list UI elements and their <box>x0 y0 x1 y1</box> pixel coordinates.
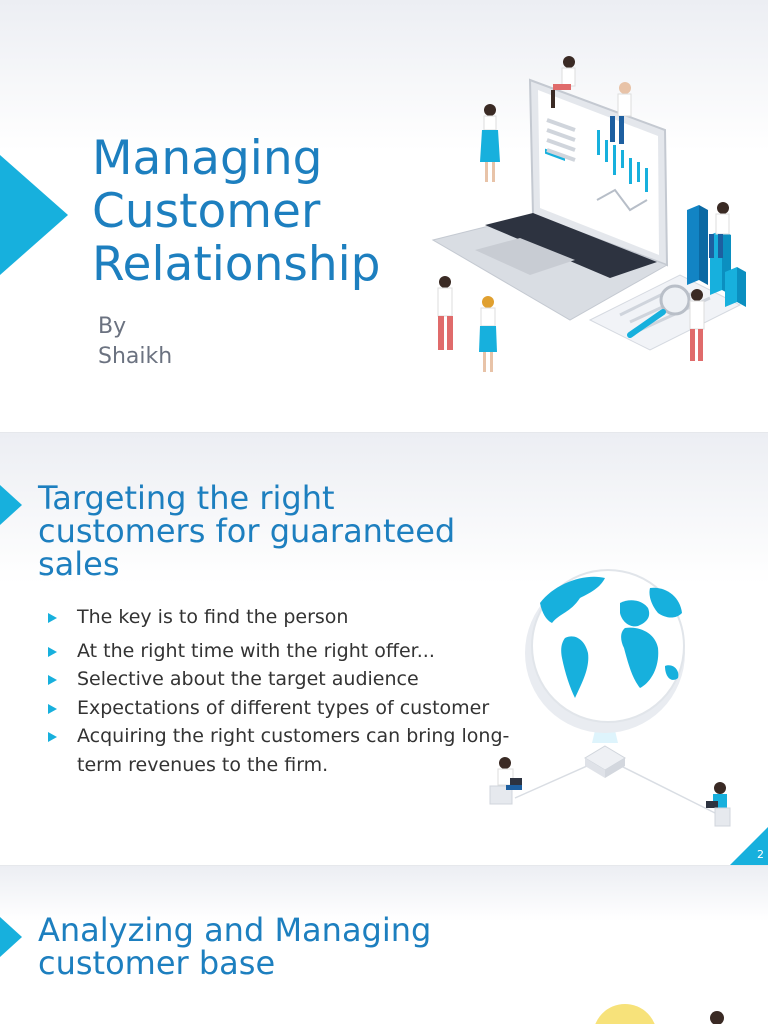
laptop-analytics-illustration <box>431 56 746 372</box>
content-slide: Analyzing and Managing customer base <box>0 866 768 1024</box>
title-line: Analyzing and Managing <box>38 911 432 949</box>
title-line: customers for guaranteed <box>38 512 456 550</box>
bullet-list: The key is to find the person At the rig… <box>48 603 518 779</box>
globe-network-illustration <box>489 569 731 827</box>
title-line: customer base <box>38 944 276 982</box>
bullet-item: Acquiring the right customers can bring … <box>48 722 518 779</box>
accent-arrow <box>0 917 22 957</box>
title-line: Relationship <box>92 237 381 292</box>
decorative-illustration <box>595 1004 724 1024</box>
page-number-tab <box>730 827 768 865</box>
title-slide: Managing Customer Relationship By Shaikh <box>0 0 768 432</box>
accent-arrow <box>0 485 22 525</box>
byline-line: Shaikh <box>98 344 173 369</box>
slide-title: Managing Customer Relationship <box>92 132 381 291</box>
title-line: Managing <box>92 131 323 186</box>
byline: By Shaikh <box>98 312 172 372</box>
title-line: Targeting the right <box>38 479 335 517</box>
slide-title: Targeting the right customers for guaran… <box>38 482 455 581</box>
page-number: 2 <box>757 848 764 861</box>
bullet-item: At the right time with the right offer..… <box>48 637 518 666</box>
content-slide: Targeting the right customers for guaran… <box>0 433 768 865</box>
bullet-item: Expectations of different types of custo… <box>48 694 518 723</box>
accent-arrow <box>0 155 68 275</box>
slide-title: Analyzing and Managing customer base <box>38 914 431 980</box>
title-line: Customer <box>92 184 321 239</box>
byline-line: By <box>98 314 127 339</box>
bullet-item: Selective about the target audience <box>48 665 518 694</box>
bullet-item: The key is to find the person <box>48 603 518 632</box>
title-line: sales <box>38 545 120 583</box>
